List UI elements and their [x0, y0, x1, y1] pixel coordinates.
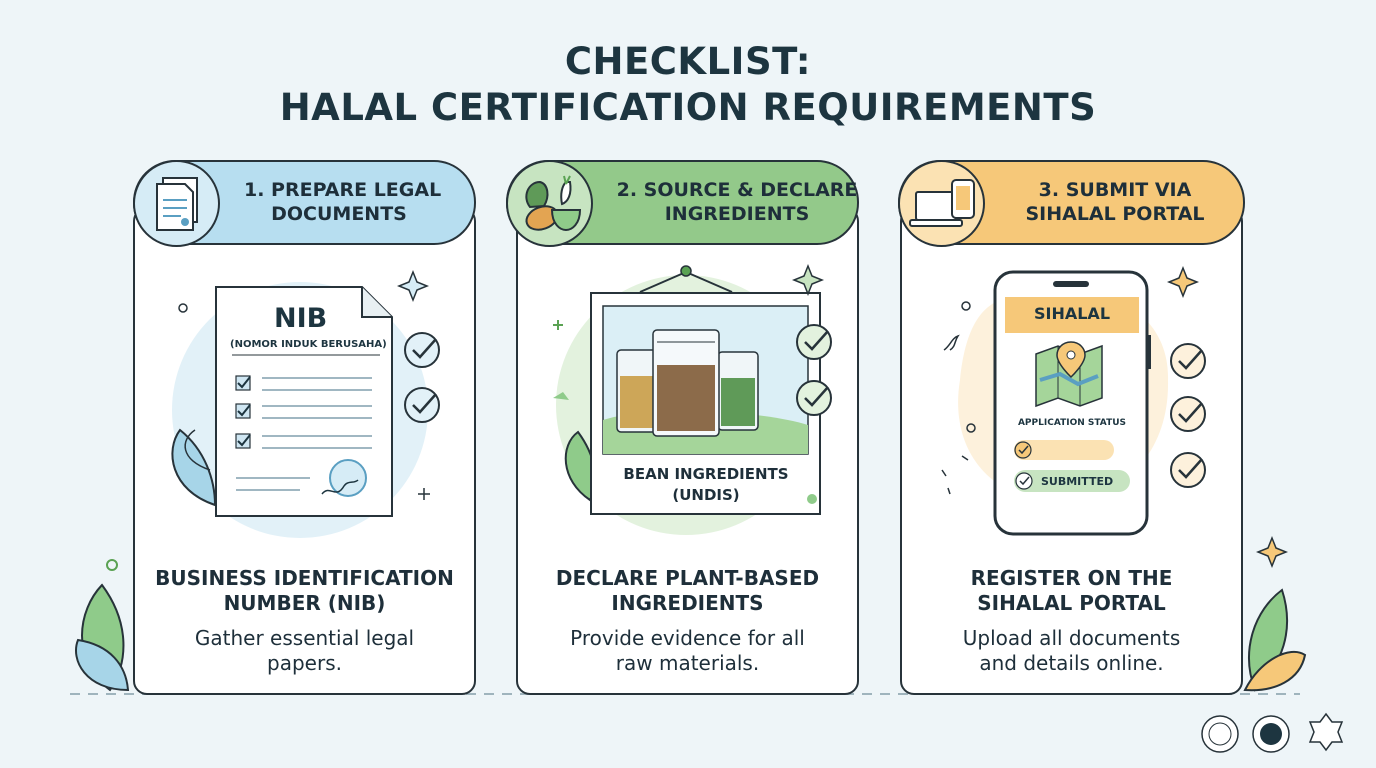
- page-title-line2: HALAL CERTIFICATION REQUIREMENTS: [279, 86, 1097, 129]
- nib-document-title: NIB: [274, 303, 328, 334]
- page-title-line1: CHECKLIST:: [564, 40, 812, 83]
- bean-ingredients-frame: [590, 292, 821, 515]
- step-3-heading: REGISTER ON THE SIHALAL PORTAL: [970, 566, 1173, 615]
- phone-icon: [993, 270, 1151, 536]
- sihalal-app-title: SIHALAL: [1033, 304, 1111, 323]
- step-1-pill-label: 1. PREPARE LEGAL DOCUMENTS: [244, 179, 442, 225]
- checkmark-icon: [1170, 343, 1206, 488]
- step-1-description: Gather essential legal papers.: [194, 626, 415, 675]
- leaf-icon-left: [75, 583, 130, 692]
- step-1-heading: BUSINESS IDENTIFICATION NUMBER (NIB): [155, 566, 454, 615]
- checkmark-icon: [796, 324, 832, 416]
- nib-document-icon: [215, 286, 393, 517]
- step-3-pill-label: 3. SUBMIT VIA SIHALAL PORTAL: [1025, 179, 1205, 225]
- step-3-description: Upload all documents and details online.: [962, 626, 1181, 675]
- step-2-pill-label: 2. SOURCE & DECLARE INGREDIENTS: [616, 179, 858, 225]
- document-stack-icon: [133, 160, 220, 247]
- checkmark-icon: [404, 332, 440, 423]
- certification-seals: [1201, 712, 1344, 753]
- leaf-icon-right: [1243, 588, 1307, 692]
- step-2-description: Provide evidence for all raw materials.: [570, 626, 805, 675]
- vegetables-icon: [506, 160, 593, 247]
- application-status-label: APPLICATION STATUS: [1017, 418, 1127, 428]
- submitted-status-badge: SUBMITTED: [1041, 475, 1114, 488]
- devices-icon: [898, 160, 985, 247]
- bean-ingredients-label: BEAN INGREDIENTS (UNDIS): [623, 465, 789, 504]
- nib-document-subtitle: (NOMOR INDUK BERUSAHA): [230, 339, 387, 350]
- step-2-heading: DECLARE PLANT-BASED INGREDIENTS: [555, 566, 820, 615]
